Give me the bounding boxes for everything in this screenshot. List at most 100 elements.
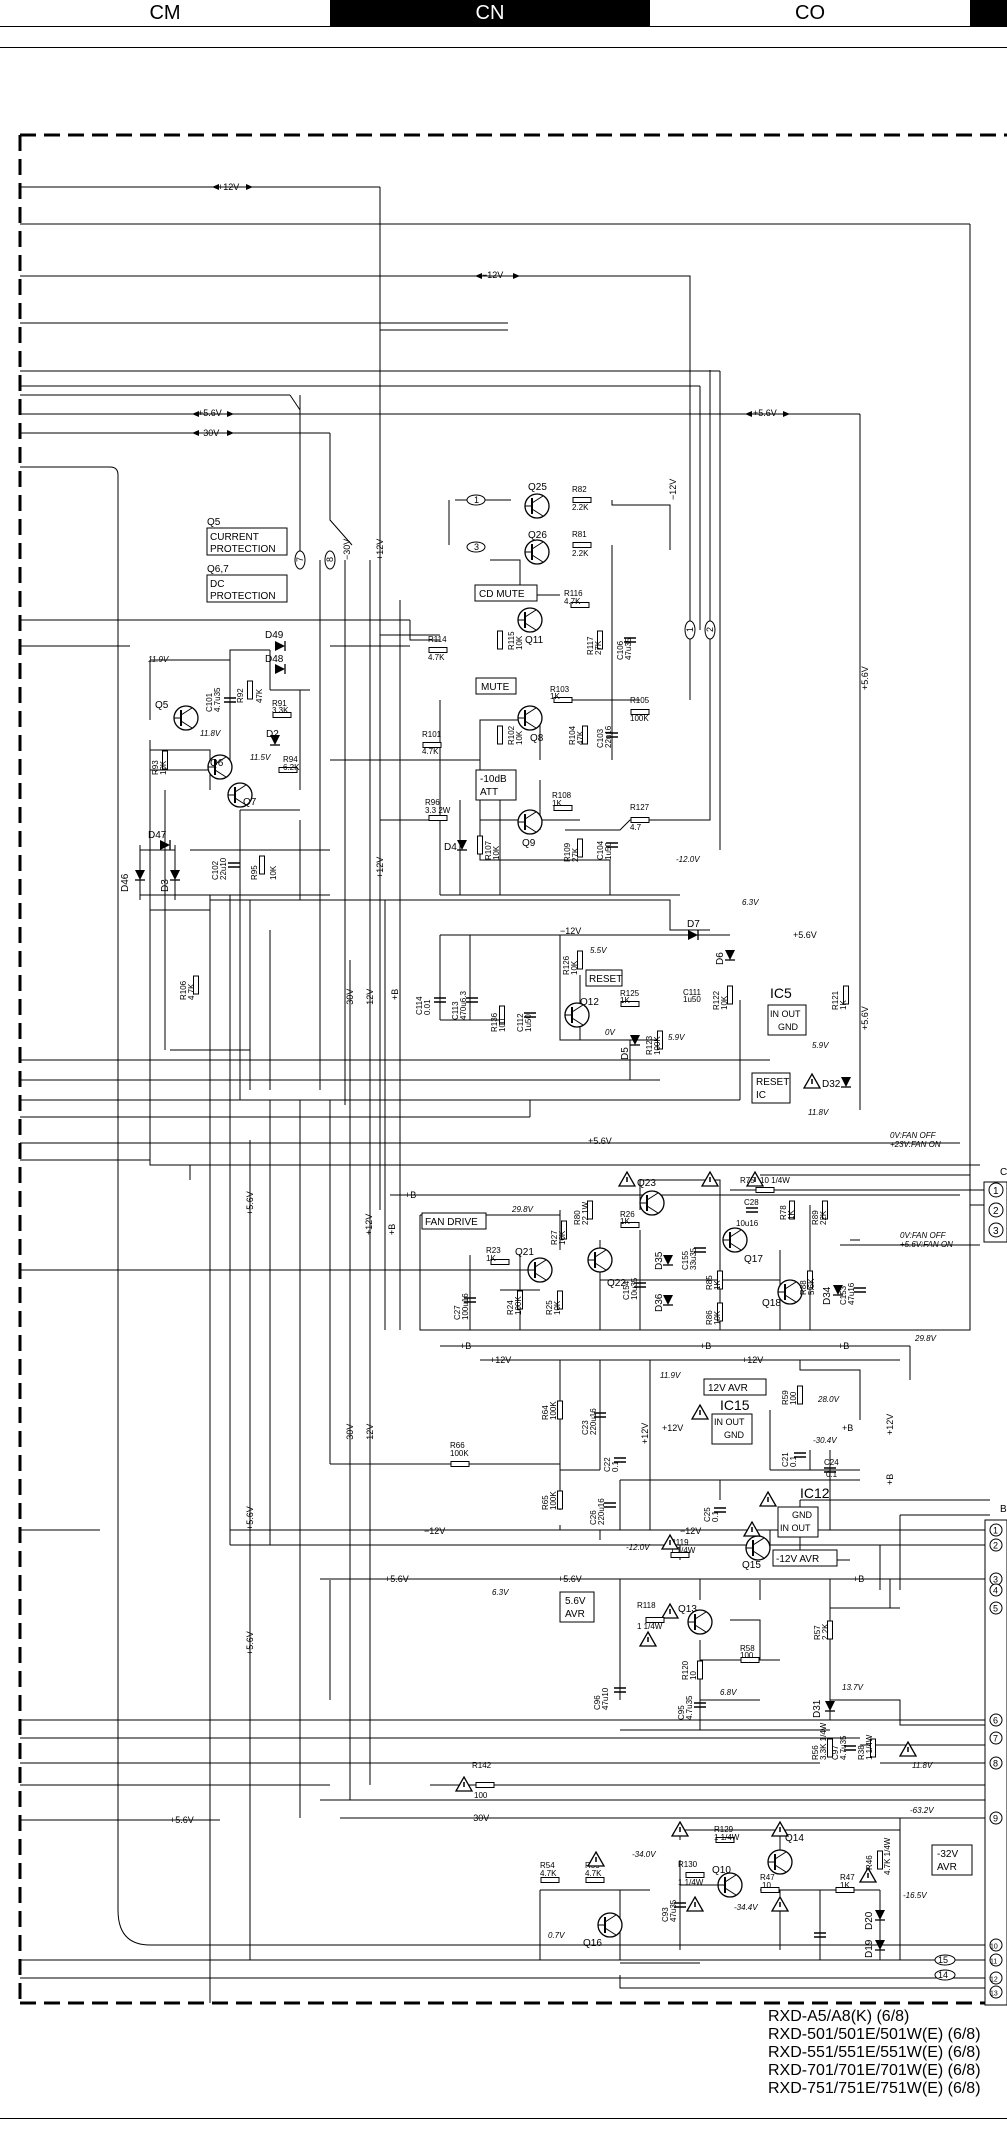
q23-label: Q23 xyxy=(637,1178,656,1189)
model-line-1: RXD-A5/A8(K) (6/8) xyxy=(768,2008,910,2025)
vrail-p12-e: +12V xyxy=(640,1423,650,1444)
r89-label: R89 xyxy=(811,1210,820,1225)
r25-value: 10K xyxy=(553,1300,562,1315)
reset-box: RESET xyxy=(589,974,622,985)
model-line-3: RXD-551/551E/551W(E) (6/8) xyxy=(768,2044,981,2061)
r131-label: R47 xyxy=(760,1873,775,1882)
v-28-0: 28.0V xyxy=(817,1395,840,1404)
vrail-p56-c: +5.6V xyxy=(245,1191,255,1215)
c92-value: 47u35 xyxy=(669,1899,678,1922)
conn-main-pin-circle xyxy=(989,1601,1003,1615)
avr12-box: 12V AVR xyxy=(708,1383,748,1394)
d48-label: D48 xyxy=(265,654,284,665)
r104-label: R104 xyxy=(568,725,577,745)
connector-fan: C 1 2 3 xyxy=(983,1167,1007,1243)
r54-label: R54 xyxy=(540,1861,555,1870)
r107-value: 10K xyxy=(492,845,501,860)
d20-label: D20 xyxy=(864,1911,875,1930)
r120-value: 10 xyxy=(689,1671,698,1680)
c23-value: 220u16 xyxy=(589,1408,598,1435)
q9-label: Q9 xyxy=(522,838,536,849)
conn-left-3: 3 xyxy=(474,542,479,552)
column-label-cn: CN xyxy=(330,0,650,26)
r25-label: R25 xyxy=(545,1300,554,1315)
r47-label: R47 xyxy=(840,1873,855,1882)
v-m16-5: -16.5V xyxy=(903,1891,927,1900)
r119-label: R119 xyxy=(670,1538,689,1547)
dc-protection-2: PROTECTION xyxy=(210,591,276,602)
r57-value: 2.2K xyxy=(821,1623,830,1640)
r59-value: 100 xyxy=(789,1391,798,1405)
rail-label-m12-c: −12V xyxy=(424,1526,445,1536)
rail-label-p12-b: +12V xyxy=(490,1355,511,1365)
r92-label: R92 xyxy=(236,688,245,703)
r117-label: R117 xyxy=(586,636,595,655)
ic12-name: IC12 xyxy=(800,1485,830,1501)
r66-value: 100K xyxy=(450,1449,469,1458)
r122-value: 10K xyxy=(720,995,729,1010)
r105-value: 100K xyxy=(630,714,649,723)
r102-value: 10K xyxy=(515,730,524,745)
r142-label: R142 xyxy=(472,1761,492,1770)
r88-label: R88 xyxy=(799,1280,808,1295)
c101-value: 4.7u35 xyxy=(213,687,222,712)
rail-label-pb-e: +B xyxy=(842,1423,853,1433)
c22-label: C22 xyxy=(603,1457,612,1472)
fan-drive-box: FAN DRIVE xyxy=(425,1217,478,1228)
rail-label-p56-d: +5.6V xyxy=(793,930,817,940)
conn-main-pin-label: 7 xyxy=(993,1734,998,1744)
r123-value: 100K xyxy=(653,1036,662,1055)
mute-box: MUTE xyxy=(481,682,510,693)
r88-value: 5.6K xyxy=(807,1278,816,1295)
conn-main-pin-label: 2 xyxy=(993,1541,998,1551)
header-rule xyxy=(0,26,1007,27)
rail-label-m12-b: −12V xyxy=(560,926,581,936)
d5-label: D5 xyxy=(620,1047,631,1060)
r93-value: 10K xyxy=(159,760,168,775)
c114-label: C114 xyxy=(415,996,424,1015)
vrail-m30-c: −30V xyxy=(345,1424,355,1445)
d2-label: D2 xyxy=(266,729,279,740)
r125-value: 1K xyxy=(620,996,630,1005)
r85-value: 1K xyxy=(713,1280,722,1290)
r115-label: R115 xyxy=(507,631,516,650)
conn-main-pin-label: 13 xyxy=(990,1991,998,1998)
rail-label-pb-c: +B xyxy=(700,1341,711,1351)
rail-label-pb-f: +B xyxy=(853,1574,864,1584)
vrail-p12-a: +12V xyxy=(375,539,385,560)
r82-value: 2.2K xyxy=(572,503,589,512)
ic15-gnd: GND xyxy=(724,1430,745,1440)
c95-label: C95 xyxy=(677,1705,686,1720)
r126-label: R126 xyxy=(562,955,571,975)
c21-value: 0.1 xyxy=(789,1455,798,1467)
ic15-name: IC15 xyxy=(720,1397,750,1413)
c26-label: C26 xyxy=(589,1510,598,1525)
c95-value: 4.7u35 xyxy=(685,1695,694,1720)
r129-label: R129 xyxy=(714,1825,734,1834)
conn-main-pin-label: 12 xyxy=(990,1977,998,1984)
rail-label-pb-a: +B xyxy=(405,1190,416,1200)
q10-label: Q10 xyxy=(712,1865,731,1876)
ic12-gnd: GND xyxy=(792,1510,813,1520)
r46-label: R46 xyxy=(865,1855,874,1870)
conn-main-pin-circle xyxy=(989,1756,1003,1770)
d4-label: D4 xyxy=(444,842,457,853)
r136-label: R136 xyxy=(490,1012,499,1032)
c154-value: 10u35 xyxy=(630,1277,639,1300)
c104-value: 1u50 xyxy=(604,842,613,860)
q21-label: Q21 xyxy=(515,1247,534,1258)
r47-value: 1K xyxy=(840,1881,850,1890)
c101-label: C101 xyxy=(205,692,214,712)
d49-label: D49 xyxy=(265,630,284,641)
q5-label-top: Q5 xyxy=(207,517,221,528)
reset-ic-2: IC xyxy=(756,1090,766,1101)
q26-label: Q26 xyxy=(528,530,547,541)
conn-mid-8: 8 xyxy=(325,557,335,562)
r102-label: R102 xyxy=(507,725,516,745)
c102-value: 22u10 xyxy=(219,857,228,880)
r131-value: 10 xyxy=(762,1881,771,1890)
r127-label: R127 xyxy=(630,803,650,812)
v-6-8: 6.8V xyxy=(720,1688,737,1697)
